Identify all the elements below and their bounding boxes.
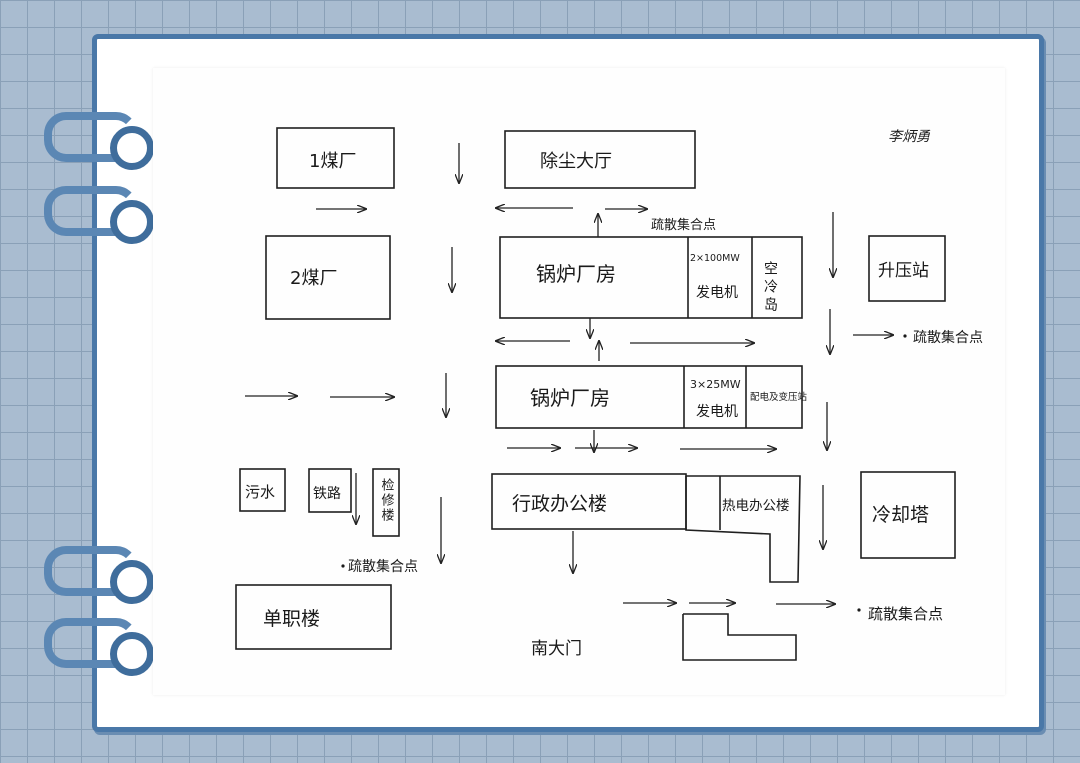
dormitory-label: 单职楼 [263,608,320,630]
railway-label: 铁路 [313,486,341,502]
right-lower-assembly-label: 疏散集合点 [868,605,943,623]
gate-outline [683,614,796,660]
assembly-dot [903,334,906,337]
coal-factory-1-label: 1煤厂 [309,151,356,172]
substation-label: 配电及变压站 [750,391,808,403]
cooling-tower-label: 冷却塔 [872,504,929,526]
generator-1-name: 发电机 [696,285,738,301]
maintenance-label: 检修楼 [379,478,395,523]
booster-station-label: 升压站 [878,261,929,281]
generator-2-spec: 3×25MW [690,378,741,391]
boiler-house-2-label: 锅炉厂房 [530,386,610,410]
power-office-label: 热电办公楼 [722,498,790,514]
power-office-box [686,476,800,582]
generator-1-spec: 2×100MW [690,253,740,264]
sewage-label: 污水 [245,483,275,501]
left-lower-assembly-label: 疏散集合点 [348,558,418,575]
admin-building-label: 行政办公楼 [512,493,607,515]
dust-hall-label: 除尘大厅 [540,151,612,172]
top-assembly-label: 疏散集合点 [651,217,716,233]
assembly-dot [341,564,344,567]
air-cooling-label: 空冷岛 [762,261,778,315]
assembly-dot [857,608,860,611]
generator-2-name: 发电机 [696,404,738,420]
right-upper-assembly-label: 疏散集合点 [913,329,983,346]
signature: 李炳勇 [888,129,931,145]
coal-factory-2-label: 2煤厂 [290,268,337,289]
south-gate-label: 南大门 [531,639,582,659]
boiler-house-1-label: 锅炉厂房 [536,262,616,286]
